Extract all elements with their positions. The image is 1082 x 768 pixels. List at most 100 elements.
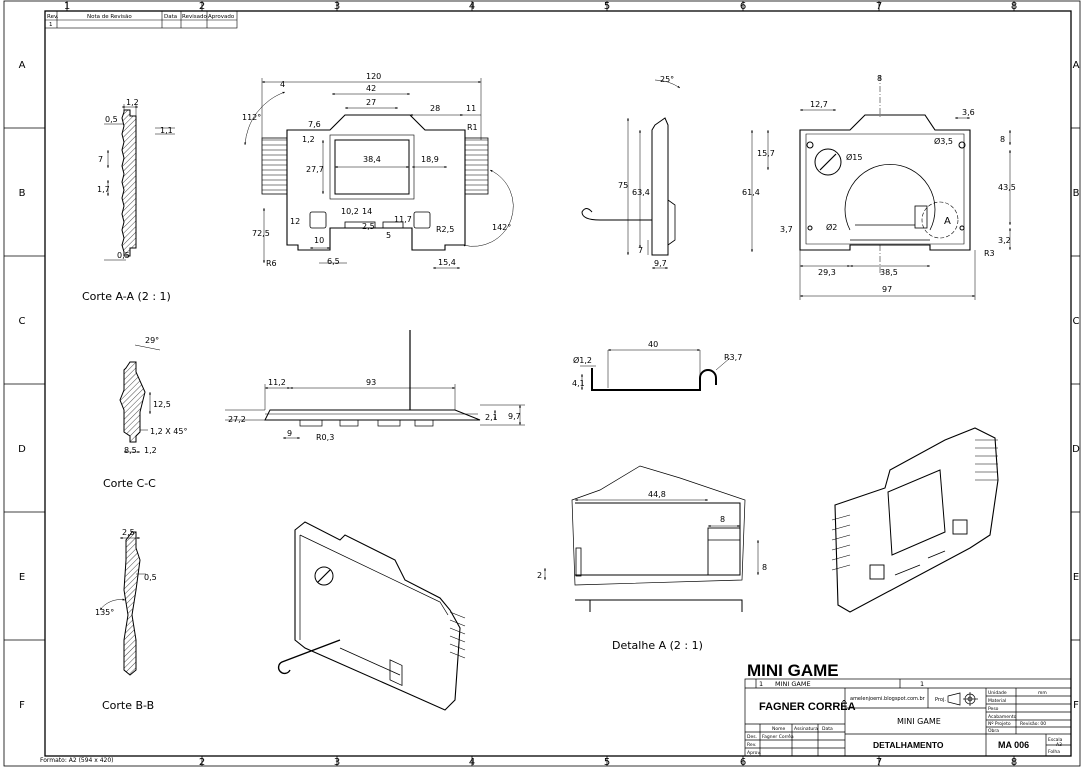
dim-front-23: 15,4	[438, 258, 456, 267]
label-unidade: Unidade	[988, 690, 1007, 696]
col-label-top-2: 2	[199, 1, 205, 12]
col-label-top-6: 6	[740, 1, 746, 12]
dim-back-6: 8	[1000, 135, 1005, 144]
dim-wire-3: 4,1	[572, 379, 585, 388]
dim-front-16: 14	[362, 207, 372, 216]
dim-top-6: 9,7	[508, 412, 521, 421]
dim-back-13: 29,3	[818, 268, 836, 277]
col-label-top-8: 8	[1011, 1, 1017, 12]
dim-front-4: 11	[466, 104, 476, 113]
dim-back-7: 61,4	[742, 188, 760, 197]
dim-aa-2: 1,1	[160, 126, 173, 135]
col-label-top-7: 7	[876, 1, 882, 12]
dim-front-2: 27	[366, 98, 376, 107]
dim-front-15: 10,2	[341, 207, 359, 216]
row-label-left-A: A	[19, 60, 26, 71]
isometric-front-view	[831, 427, 999, 613]
dim-back-0: 8	[877, 74, 882, 83]
dim-front-3: 28	[430, 104, 440, 113]
dim-front-19: 11,7	[394, 215, 412, 224]
back-view: 8 12,7 3,6 15,7 Ø15 Ø3,5 8 61,4 43,5 3,7…	[742, 74, 1016, 300]
dim-back-9: 3,7	[780, 225, 793, 234]
col-label-bottom-8: 8	[1011, 757, 1017, 768]
dim-front-11: 27,7	[306, 165, 324, 174]
dim-cc-3: 8,5	[124, 446, 137, 455]
dim-front-20: R2,5	[436, 225, 454, 234]
dim-top-0: 11,2	[268, 378, 286, 387]
col-label-bottom-2: 2	[199, 757, 205, 768]
row-label-right-B: B	[1073, 188, 1080, 199]
front-view: 120 42 27 28 11 112° 7,6 1,2 R1 38,4 18,…	[242, 72, 514, 269]
website: amelenjoemi.blogspot.com.br	[850, 696, 926, 702]
dim-detail-3: 2	[537, 571, 542, 580]
side-view: 25° 75 63,4 7 9,7	[581, 75, 681, 269]
dim-front-13: 12	[290, 217, 300, 226]
dim-cc-4: 1,2	[144, 446, 157, 455]
col-label-bottom-3: 3	[334, 757, 340, 768]
section-bb-view: 2,5 0,5 135° Corte B-B	[95, 528, 157, 712]
dim-cc-1: 12,5	[153, 400, 171, 409]
col-label-bottom-6: 6	[740, 757, 746, 768]
label-acabamento: Acabamento	[988, 714, 1017, 720]
dim-front-5: 112°	[242, 113, 261, 122]
label-projeto: Nº Projeto	[988, 721, 1011, 727]
row-label-left-D: D	[18, 444, 26, 455]
sheet-frame	[3, 0, 1081, 767]
dim-front-14: 10	[314, 236, 324, 245]
section-cc-view: 29° 12,5 1,2 X 45° 8,5 1,2 Corte C-C	[103, 336, 187, 490]
col-label-top-1: 1	[64, 1, 70, 12]
dim-aa-3: 7	[98, 155, 103, 164]
dim-aa-4: 1,7	[97, 185, 110, 194]
dim-back-12: R3	[984, 249, 995, 258]
col-label-top-5: 5	[604, 1, 610, 12]
dim-back-10: Ø2	[826, 222, 837, 232]
section-aa-view: 0,5 1,2 1,1 7 1,7 0,5 Corte A-A (2 : 1)	[82, 98, 175, 303]
parts-row-qty: 1	[920, 680, 924, 688]
dim-wire-0: Ø1,2	[573, 355, 592, 365]
dim-top-1: 93	[366, 378, 376, 387]
dim-side-0: 25°	[660, 75, 674, 84]
dim-back-11: 3,2	[998, 236, 1011, 245]
label-peso: Peso	[988, 706, 999, 712]
dim-front-7: 1,2	[302, 135, 315, 144]
dim-bb-2: 135°	[95, 608, 114, 617]
projection-label: Proj.	[935, 697, 946, 703]
label-obra: Obra	[988, 728, 999, 734]
row-label-right-A: A	[1073, 60, 1080, 71]
title-block: MINI GAME 1	[744, 661, 1072, 757]
dim-wire-1: 40	[648, 340, 658, 349]
label-section-aa: Corte A-A (2 : 1)	[82, 290, 171, 303]
dim-side-2: 63,4	[632, 188, 650, 197]
parts-row-name: MINI GAME	[775, 680, 811, 688]
row-label-right-D: D	[1072, 444, 1080, 455]
dim-front-12: 72,5	[252, 229, 270, 238]
row-label-left-C: C	[19, 316, 26, 327]
part-title: MINI GAME	[747, 661, 839, 680]
label-aprov: Aprov.	[747, 750, 761, 756]
dim-cc-0: 29°	[145, 336, 159, 345]
dim-aa-0: 0,5	[105, 115, 118, 124]
label-detail-a: Detalhe A (2 : 1)	[612, 639, 703, 652]
dim-front-17: 2,5	[362, 222, 375, 231]
label-section-bb: Corte B-B	[102, 699, 154, 712]
col-label-top-4: 4	[469, 1, 475, 12]
dim-top-5: 2,1	[485, 413, 498, 422]
dim-aa-5: 0,5	[117, 251, 130, 260]
isometric-back-view	[277, 521, 466, 711]
dim-detail-1: 8	[720, 515, 725, 524]
row-label-left-F: F	[19, 700, 25, 711]
dim-front-18: 5	[386, 231, 391, 240]
wire-pin-view: Ø1,2 40 R3,7 4,1	[572, 340, 742, 391]
drawing-kind: DETALHAMENTO	[873, 740, 944, 750]
drawing-title: MINI GAME	[897, 717, 941, 726]
dim-side-4: 9,7	[654, 259, 667, 268]
row-label-left-E: E	[19, 572, 25, 583]
label-nome: Nome	[772, 726, 786, 732]
rev-header-rev: Rev.	[47, 14, 59, 20]
dim-back-8: 43,5	[998, 183, 1016, 192]
rev-header-note: Nota de Revisão	[87, 14, 132, 20]
dim-back-1: 12,7	[810, 100, 828, 109]
detail-a-view: 44,8 8 8 2 Detalhe A (2 : 1)	[537, 465, 767, 652]
label-section-cc: Corte C-C	[103, 477, 156, 490]
